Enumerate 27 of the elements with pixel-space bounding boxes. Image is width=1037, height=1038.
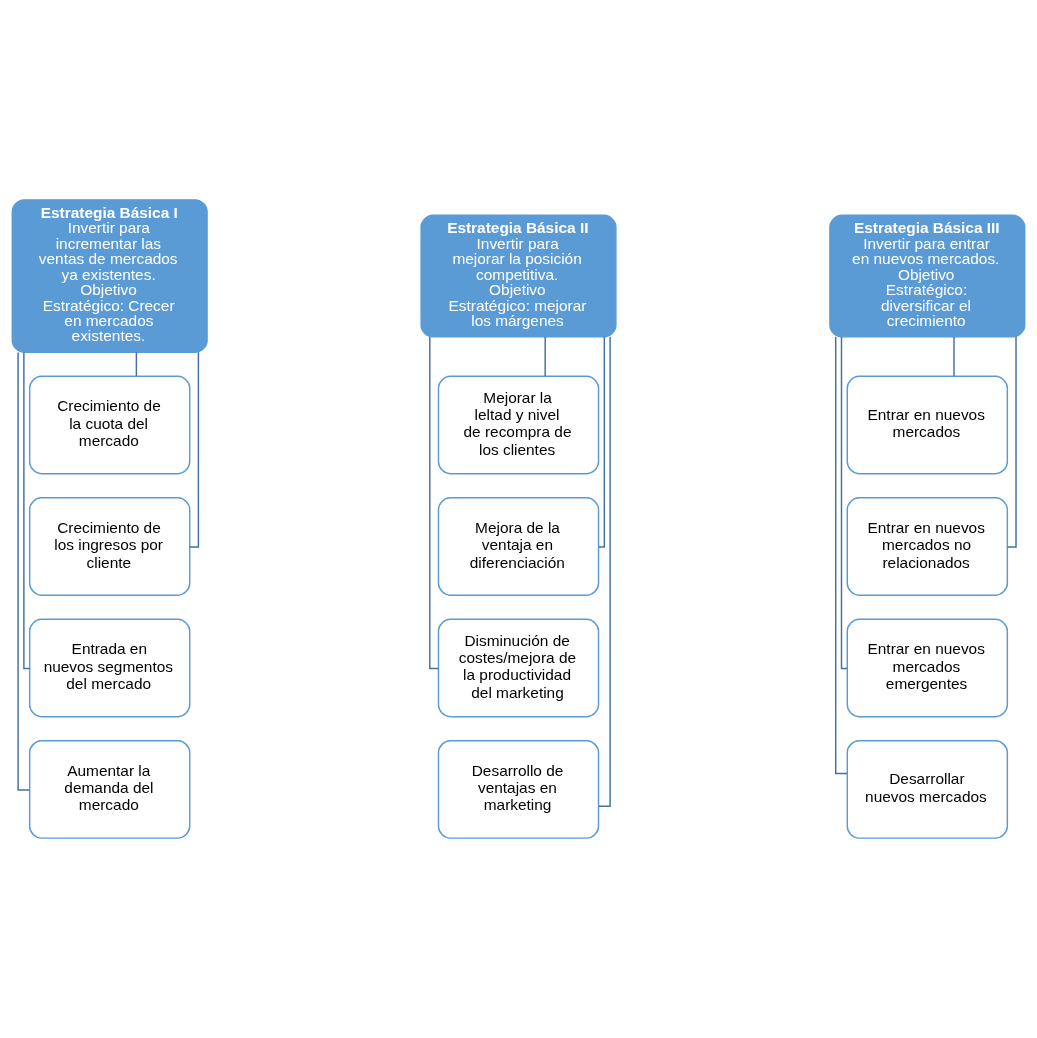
connector <box>597 336 606 548</box>
connector <box>17 351 31 791</box>
connector <box>840 336 848 670</box>
connector <box>189 351 200 548</box>
node-box: Estrategia Básica III Invertir para entrar en nuevos mercados. Objetivo Estratégico: diversificar el crecimiento <box>829 214 1026 338</box>
node-box: Aumentar la demanda del mercado <box>28 740 191 839</box>
node-box: Estrategia Básica II Invertir para mejorar la posición competitiva. Objetivo Estratégico: mejorar los márgenes <box>420 214 617 338</box>
node-box: Mejorar la leltad y nivel de recompra de los clientes <box>437 375 600 475</box>
connector <box>953 336 955 377</box>
connector <box>598 336 611 808</box>
connector <box>544 336 546 377</box>
connector <box>135 351 138 377</box>
node-box: Entrar en nuevos mercados <box>846 375 1009 475</box>
connector <box>835 336 848 775</box>
connector <box>1006 336 1017 548</box>
node-box: Crecimiento de los ingresos por cliente <box>28 497 191 596</box>
node-box: Crecimiento de la cuota del mercado <box>28 375 191 475</box>
connector <box>23 351 31 670</box>
node-box: Estrategia Básica I Invertir para incrementar las ventas de mercados ya existentes. Objetivo Estratégico: Crecer en mercados existentes. <box>11 199 208 353</box>
connector <box>429 336 440 670</box>
node-box: Desarrollar nuevos mercados <box>846 740 1009 839</box>
node-box: Entrar en nuevos mercados emergentes <box>846 618 1009 718</box>
node-box: Entrada en nuevos segmentos del mercado <box>28 618 191 718</box>
node-box: Entrar en nuevos mercados no relacionados <box>846 497 1009 596</box>
node-box: Disminución de costes/mejora de la productividad del marketing <box>437 618 600 718</box>
node-box: Mejora de la ventaja en diferenciación <box>437 497 600 596</box>
node-box: Desarrollo de ventajas en marketing <box>437 740 600 839</box>
